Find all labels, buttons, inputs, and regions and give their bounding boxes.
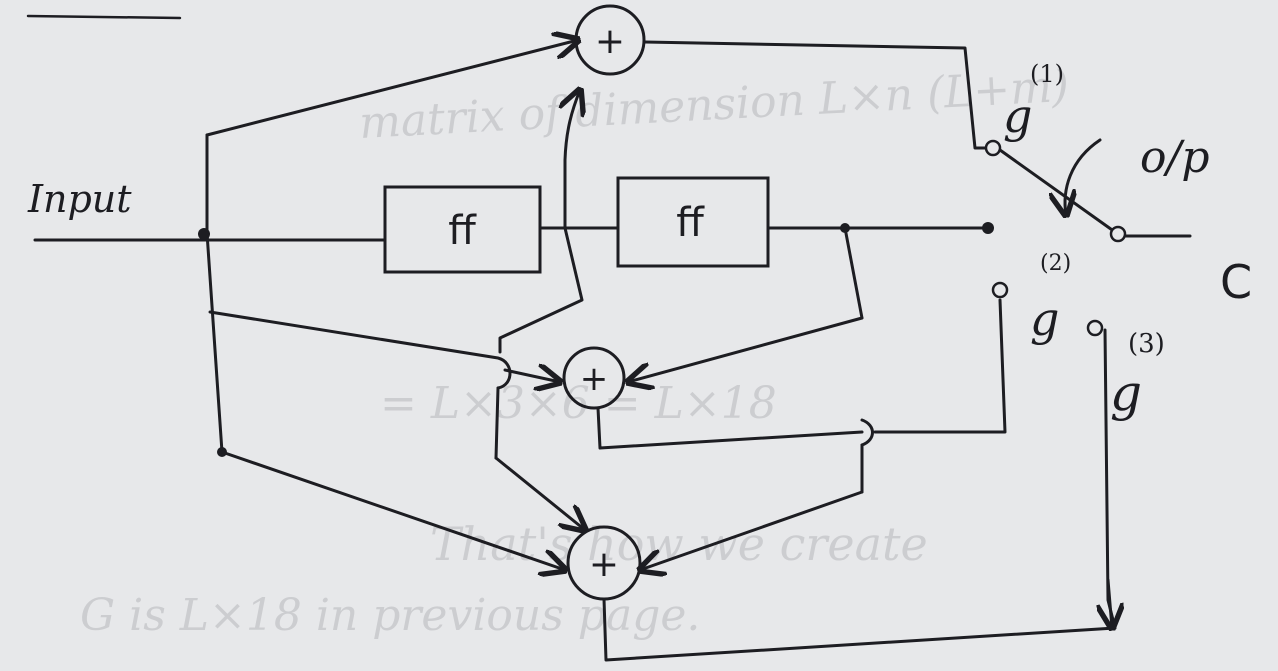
g1-contact: [984, 139, 1002, 157]
flip-flop-2: [616, 176, 770, 268]
ff1-tap-down: [498, 226, 584, 354]
adder1-to-g1-wire: [643, 40, 992, 150]
bleed-line-1: matrix of dimension L×n (L+m): [358, 61, 1070, 149]
input-to-adder2-wire: [503, 370, 560, 382]
g2-superscript: (2): [1040, 251, 1071, 276]
bleed-through-text: matrix of dimension L×n (L+m) = L×3×6 = …: [80, 61, 1070, 641]
ff2-to-adder2-wire: [628, 316, 864, 382]
ff2-to-adder3-wire: [640, 490, 864, 570]
flip-flop-1-label: ff: [448, 208, 477, 254]
input-to-adder2-hop: [208, 310, 512, 390]
g1-superscript: (1): [1030, 60, 1064, 88]
input-to-adder1-wire: [205, 40, 578, 137]
ff1-lower-tap: [494, 386, 500, 460]
adder-1: [574, 4, 646, 76]
ff1-tap-to-adder1: [565, 90, 580, 230]
g3-label: g: [1110, 364, 1142, 422]
output-label: o/p: [1140, 132, 1209, 183]
switch-pivot: [1109, 225, 1127, 243]
input-junction-dot: [198, 228, 210, 240]
ff2-tap-down: [843, 226, 864, 320]
g3-return-arrow: [1108, 578, 1112, 628]
input-label: Input: [27, 177, 132, 221]
bleed-line-3: That's how we create: [430, 517, 928, 571]
adder2-hop: [860, 418, 874, 447]
adder2-output-wire: [596, 406, 864, 450]
adder-2-symbol: +: [580, 359, 609, 399]
top-left-stroke: [26, 14, 182, 20]
g2-label: g: [1030, 292, 1059, 346]
g2-contact: [991, 281, 1009, 299]
flip-flop-2-label: ff: [676, 200, 705, 246]
adder2-to-g2-wire: [873, 298, 1007, 434]
switch-rotation-arrow: [1065, 138, 1102, 215]
g2-input-contact: [982, 222, 994, 234]
adder-1-symbol: +: [595, 21, 625, 62]
g3-superscript: (3): [1128, 329, 1165, 359]
g1-label: g: [1003, 89, 1032, 143]
switch-arm: [998, 148, 1117, 234]
ff1-to-adder3-wire: [494, 456, 585, 530]
input-to-adder3-wire: [220, 450, 565, 570]
input-tap-down: [205, 231, 224, 454]
g3-contact: [1086, 319, 1104, 337]
adder-3-symbol: +: [589, 544, 619, 585]
output-symbol: C: [1220, 255, 1252, 309]
